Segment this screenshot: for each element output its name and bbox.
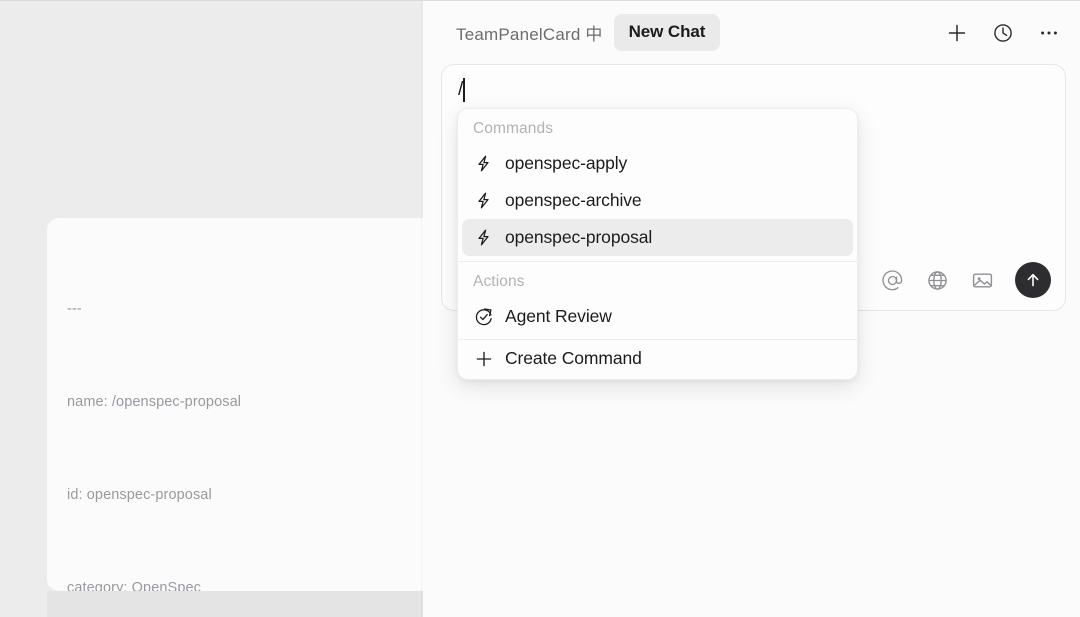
pane-divider-shadow (421, 1, 423, 617)
left-preview-pane: --- name: /openspec-proposal id: openspe… (0, 1, 423, 617)
lightning-bolt-icon (473, 227, 494, 248)
palette-section-label-actions: Actions (473, 273, 525, 290)
palette-item-label: Agent Review (505, 306, 612, 326)
clock-history-icon[interactable] (988, 18, 1018, 48)
lightning-bolt-icon (473, 153, 494, 174)
doc-line: id: openspec-proposal (67, 487, 212, 503)
composer-toolbar (878, 262, 1051, 298)
send-button[interactable] (1015, 262, 1051, 298)
palette-item-openspec-apply[interactable]: openspec-apply (462, 145, 853, 182)
composer-value: / (458, 79, 464, 100)
doc-line: --- (67, 301, 82, 317)
palette-item-label: openspec-proposal (505, 227, 653, 247)
openspec-proposal-markdown-preview: --- name: /openspec-proposal id: openspe… (47, 218, 423, 596)
palette-divider (458, 261, 857, 262)
palette-divider (458, 339, 857, 340)
window-top-border (0, 0, 1080, 1)
palette-item-openspec-archive[interactable]: openspec-archive (462, 182, 853, 219)
text-caret (463, 78, 465, 102)
plus-icon[interactable] (942, 18, 972, 48)
palette-item-label: openspec-apply (505, 153, 628, 173)
doc-line: name: /openspec-proposal (67, 394, 242, 410)
palette-item-label: Create Command (505, 348, 642, 368)
composer-input-text[interactable]: / (458, 77, 465, 103)
globe-icon[interactable] (923, 266, 951, 294)
palette-item-openspec-proposal[interactable]: openspec-proposal (462, 219, 853, 256)
more-options-icon[interactable] (1034, 18, 1064, 48)
document-text-body: --- name: /openspec-proposal id: openspe… (47, 218, 423, 617)
page-title: TeamPanelCard 中 (456, 25, 603, 44)
palette-item-label: openspec-archive (505, 190, 642, 210)
palette-item-create-command[interactable]: Create Command (462, 340, 853, 377)
plus-icon (473, 348, 494, 369)
left-pane-footer-band (47, 591, 423, 617)
new-chat-button[interactable]: New Chat (613, 14, 721, 51)
rotate-check-icon (473, 306, 494, 327)
header-icon-group (942, 18, 1064, 48)
lightning-bolt-icon (473, 190, 494, 211)
palette-item-agent-review[interactable]: Agent Review (462, 298, 853, 335)
slash-command-palette: Commands openspec-apply openspec-archive (457, 108, 858, 380)
mention-icon[interactable] (878, 266, 906, 294)
palette-section-label-commands: Commands (473, 120, 554, 137)
image-icon[interactable] (968, 266, 996, 294)
chat-header: TeamPanelCard 中 New Chat (423, 1, 1080, 64)
